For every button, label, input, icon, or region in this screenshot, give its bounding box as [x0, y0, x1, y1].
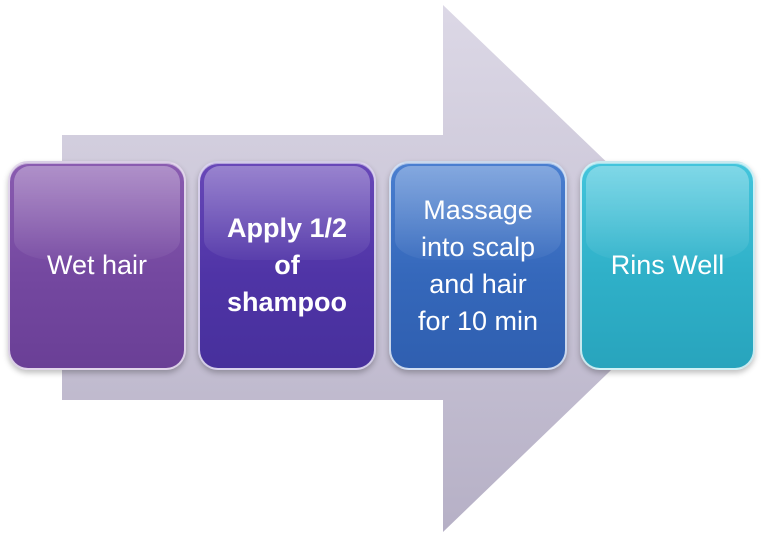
step-box-wet-hair: Wet hair [8, 161, 186, 370]
step-box-rinse: Rins Well [580, 161, 755, 370]
step-label-massage: Massage into scalp and hair for 10 min [417, 194, 539, 336]
step-label-rinse: Rins Well [610, 250, 725, 280]
step-box-apply-shampoo: Apply 1/2 of shampoo [198, 161, 376, 370]
step-box-massage: Massage into scalp and hair for 10 min [389, 161, 567, 370]
step-label-wet-hair: Wet hair [46, 250, 148, 280]
step-label-apply-shampoo: Apply 1/2 of shampoo [226, 213, 348, 317]
